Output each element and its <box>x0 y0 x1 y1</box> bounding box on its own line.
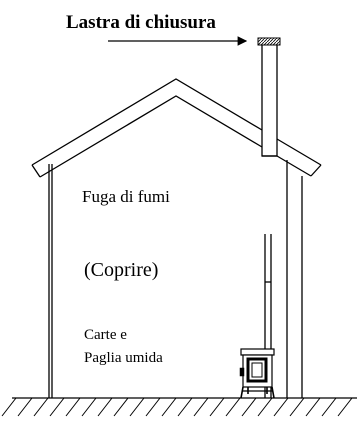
cover-plate <box>257 37 281 46</box>
ground-hatch-line <box>289 397 305 417</box>
stove <box>239 348 275 399</box>
ground-hatch-line <box>161 397 177 417</box>
ground-hatch-line <box>1 397 17 417</box>
house-roof <box>31 78 322 178</box>
ground-hatch-line <box>113 397 129 417</box>
ground-hatch-line <box>305 397 321 417</box>
ground-hatch-line <box>241 397 257 417</box>
ground-hatch-line <box>273 397 289 417</box>
cover-plate-label: Lastra di chiusura <box>66 12 216 33</box>
ground-hatch-line <box>257 397 273 417</box>
cover-note-label: (Coprire) <box>84 259 158 281</box>
ground-hatch-line <box>65 397 81 417</box>
ground-hatch-line <box>33 397 49 417</box>
ground-hatch-line <box>321 397 337 417</box>
fuel-label-line1: Carte e <box>84 327 127 343</box>
ground-hatch-line <box>145 397 161 417</box>
ground-hatch-line <box>337 397 353 417</box>
ground-hatch-line <box>97 397 113 417</box>
ground-hatch-line <box>81 397 97 417</box>
house-walls <box>48 160 303 398</box>
ground-hatch-line <box>129 397 145 417</box>
ground-hatch-line <box>17 397 33 417</box>
smoke-leak-label: Fuga di fumi <box>82 187 170 206</box>
ground-hatch-line <box>49 397 65 417</box>
chimney-upper <box>261 43 278 157</box>
ground-hatch-line <box>177 397 193 417</box>
ground-hatch-line <box>193 397 209 417</box>
ground-hatch-line <box>225 397 241 417</box>
ground-hatch-line <box>209 397 225 417</box>
fuel-label-line2: Paglia umida <box>84 350 163 366</box>
ground <box>1 397 357 417</box>
